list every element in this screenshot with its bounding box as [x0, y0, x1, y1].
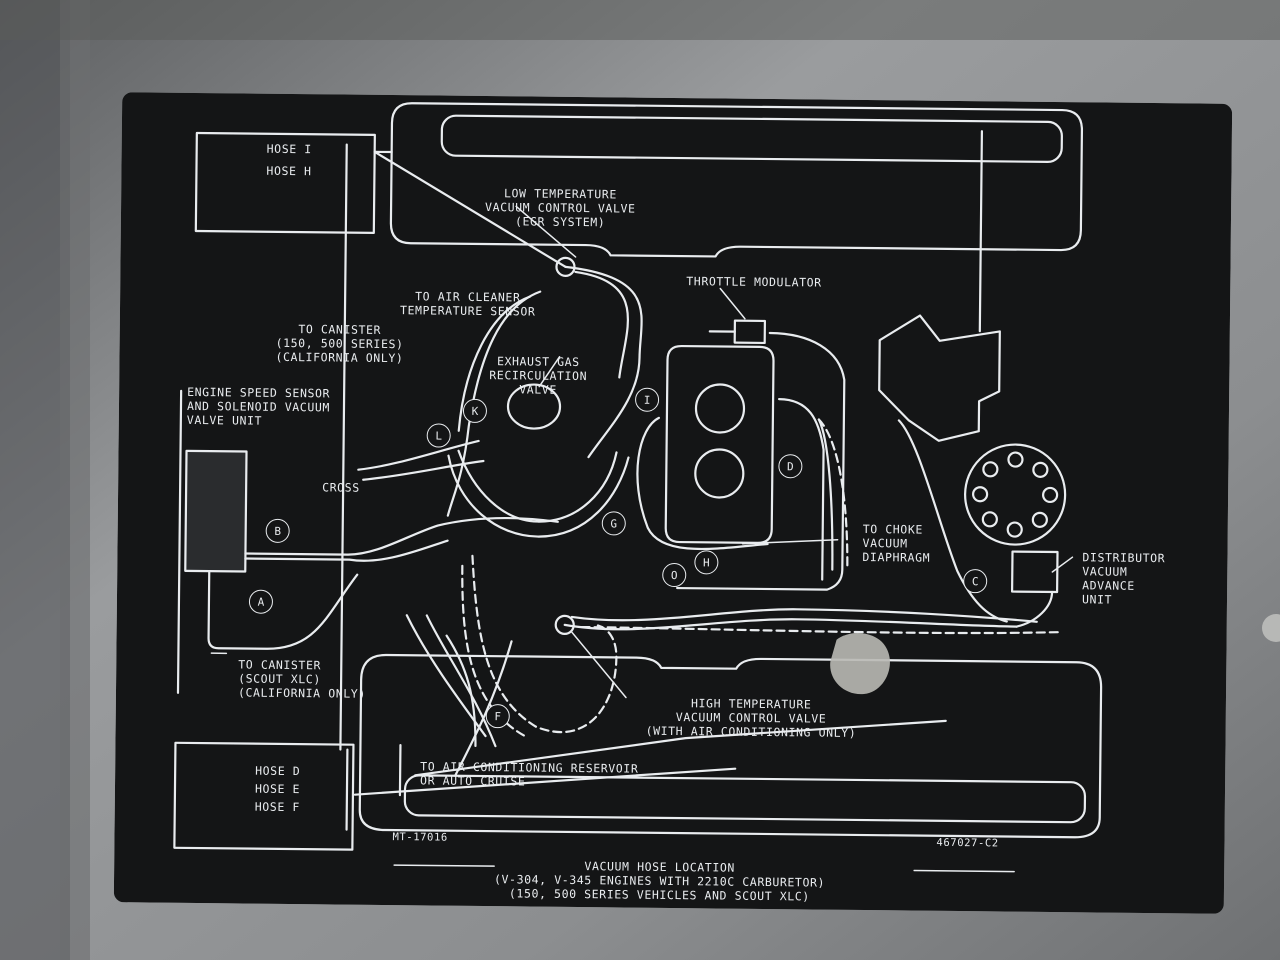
hose-e-label: HOSE E — [254, 781, 301, 797]
hose-marker-d: D — [778, 454, 803, 479]
cross-label: CROSS — [322, 480, 360, 495]
canister-scout-label: TO CANISTER(SCOUT XLC)(CALIFORNIA ONLY) — [237, 657, 366, 701]
canister-150-label: TO CANISTER(150, 500 SERIES)(CALIFORNIA … — [275, 322, 404, 366]
distributor-cap — [964, 443, 1067, 546]
bottom-valve-cover — [358, 653, 1103, 839]
top-valve-cover — [389, 102, 1084, 258]
hose-marker-f: F — [485, 704, 510, 729]
hose-d-label: HOSE D — [255, 763, 301, 779]
hose-h-label: HOSE H — [266, 163, 312, 179]
throttle-modulator-label: THROTTLE MODULATOR — [686, 274, 822, 290]
hose-i-label: HOSE I — [266, 141, 312, 157]
diagram-title: VACUUM HOSE LOCATION(V-304, V-345 ENGINE… — [493, 859, 826, 904]
hose-marker-l: L — [426, 423, 451, 448]
inset-box-bottom — [173, 741, 355, 851]
hose-f-label: HOSE F — [254, 799, 301, 815]
hose-marker-g: G — [601, 511, 626, 536]
diagram-artwork — [113, 92, 1233, 914]
hose-marker-i: I — [634, 387, 660, 412]
hose-marker-c: C — [963, 569, 988, 594]
part-number-left: MT-17016 — [392, 831, 448, 844]
hose-marker-b: B — [265, 518, 290, 543]
part-number-right: 467027-C2 — [936, 836, 999, 850]
worn-spot — [830, 633, 890, 695]
hose-marker-o: O — [662, 562, 687, 588]
hose-marker-h: H — [694, 550, 719, 575]
speed-sensor-unit — [184, 449, 248, 573]
panel-rivet — [1262, 614, 1280, 642]
inset-box-top — [194, 131, 376, 234]
hose-marker-k: K — [462, 398, 488, 424]
hose-marker-a: A — [248, 589, 274, 614]
carburetor — [664, 344, 775, 544]
